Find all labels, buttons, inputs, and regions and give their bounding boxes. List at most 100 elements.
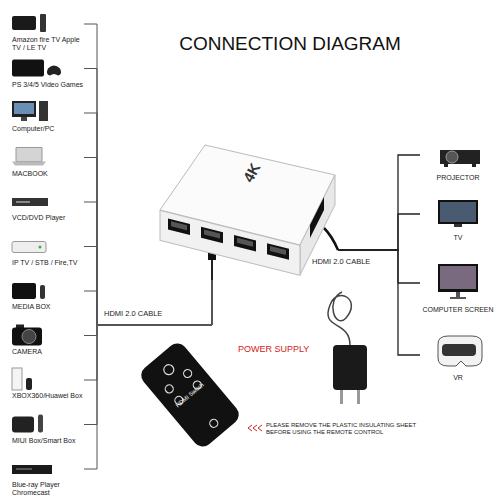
remote-control <box>208 418 219 429</box>
smart-box-icon <box>12 415 43 433</box>
hdmi-connector <box>338 250 420 283</box>
blu-ray-icon <box>12 465 52 474</box>
set-top-box-icon <box>12 242 46 253</box>
monitor-icon <box>450 297 466 299</box>
laptop-icon <box>12 162 46 166</box>
power-label: POWER SUPPLY <box>238 344 338 354</box>
console-icon <box>12 60 61 77</box>
power-adapter <box>340 390 343 404</box>
device-label: VR <box>420 374 496 382</box>
label-group: MEDIA BOX <box>12 303 84 311</box>
device-label: TV <box>420 234 496 242</box>
source-device: Blue-ray Player Chromecast <box>12 457 84 499</box>
camera-icon <box>12 325 42 346</box>
label-group: MIUI Box/Smart Box <box>12 437 84 445</box>
power-adapter <box>328 292 367 404</box>
blu-ray-icon <box>12 465 52 474</box>
xbox-icon <box>12 368 22 390</box>
display-device: VR <box>420 330 496 386</box>
computer-icon <box>12 101 36 117</box>
computer-icon <box>39 101 48 121</box>
label-group: VR <box>420 374 496 382</box>
remote-control <box>137 339 243 450</box>
label-group: PS 3/4/5 Video Games <box>12 81 84 89</box>
vr-headset-icon <box>438 336 482 366</box>
switch-body <box>160 210 300 275</box>
device-label: Amazon fire TV Apple TV / LE TV <box>12 36 84 52</box>
smart-box-icon <box>38 415 43 433</box>
vr-headset-icon <box>438 336 482 366</box>
vr-headset-icon <box>442 344 476 356</box>
switch-body <box>201 227 223 243</box>
label-group: TV <box>420 234 496 242</box>
camera-icon <box>12 328 42 346</box>
hdmi-connector <box>84 280 212 469</box>
media-box-icon <box>12 283 36 299</box>
power-adapter <box>328 292 351 345</box>
warning-note: PLEASE REMOVE THE PLASTIC INSULATING SHE… <box>266 422 442 436</box>
note-arrows <box>248 425 262 431</box>
projector-icon <box>440 150 480 167</box>
switch-body <box>160 210 300 275</box>
fire-tv-icon <box>12 16 36 30</box>
hdmi-connector <box>84 280 212 336</box>
monitor-icon <box>438 264 478 299</box>
power-adapter <box>333 345 367 390</box>
computer-icon <box>12 101 48 121</box>
switch-body <box>270 246 286 255</box>
switch-body <box>204 229 220 238</box>
device-label: IP TV / STB / Fire,TV <box>12 259 84 267</box>
label-group: XBOX360/Huawei Box <box>12 392 84 400</box>
set-top-box-icon <box>39 246 42 249</box>
label-group: CAMERA <box>12 348 84 356</box>
device-label: MEDIA BOX <box>12 303 84 311</box>
monitor-icon <box>438 264 478 292</box>
tv-icon <box>454 224 462 227</box>
monitor-icon <box>440 266 476 289</box>
hdmi-connector <box>84 280 212 325</box>
device-label: MIUI Box/Smart Box <box>12 437 84 445</box>
switch-body <box>168 218 190 234</box>
source-device: MIUI Box/Smart Box <box>12 413 84 455</box>
remote-control <box>162 363 176 377</box>
power-adapter <box>357 390 360 404</box>
dvd-player-icon <box>16 201 30 203</box>
laptop-icon <box>16 148 42 162</box>
label-group: MACBOOK <box>12 170 84 178</box>
source-device: IP TV / STB / Fire,TV <box>12 235 84 277</box>
dvd-player-icon <box>12 198 48 206</box>
device-label: Blue-ray Player Chromecast <box>12 481 84 497</box>
remote-control <box>164 383 175 394</box>
label-group: Amazon fire TV Apple TV / LE TV <box>12 36 84 52</box>
computer-icon <box>21 117 27 121</box>
xbox-icon <box>26 378 32 390</box>
source-device: MACBOOK <box>12 146 84 188</box>
device-label: PS 3/4/5 Video Games <box>12 81 84 89</box>
label-group: Blue-ray Player Chromecast <box>12 481 84 497</box>
label-group: VCD/DVD Player <box>12 214 84 222</box>
device-label: COMPUTER SCREEN <box>420 306 496 314</box>
cable-label: HDMI 2.0 CABLE <box>104 310 184 319</box>
device-label: Computer/PC <box>12 125 84 133</box>
console-icon <box>12 60 44 77</box>
source-device: PS 3/4/5 Video Games <box>12 57 84 99</box>
display-device: TV <box>420 198 496 246</box>
hdmi-connector <box>84 280 212 425</box>
source-device: Computer/PC <box>12 101 84 143</box>
tv-icon <box>438 200 478 227</box>
monitor-icon <box>456 292 460 297</box>
cable-plug <box>211 260 213 281</box>
projector-icon <box>440 150 480 164</box>
blu-ray-icon <box>16 468 32 470</box>
source-device: VCD/DVD Player <box>12 190 84 232</box>
set-top-box-icon <box>12 242 46 253</box>
switch-body <box>234 235 256 251</box>
hdmi-connector <box>84 247 212 326</box>
label-group: IP TV / STB / Fire,TV <box>12 259 84 267</box>
label-group: Computer/PC <box>12 125 84 133</box>
media-box-icon <box>12 283 45 299</box>
cable-plug <box>324 228 338 250</box>
device-label: XBOX360/Huawei Box <box>12 392 84 400</box>
media-box-icon <box>40 285 45 299</box>
